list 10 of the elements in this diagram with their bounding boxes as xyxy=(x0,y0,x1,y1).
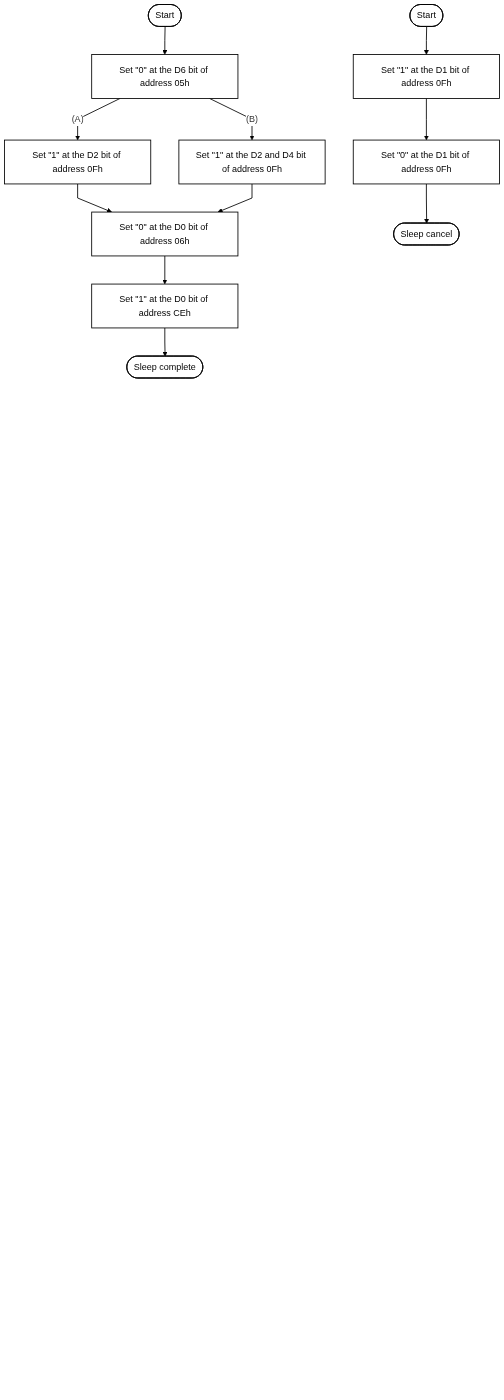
flowchart: (A) (B) Start Set "0" at the D6 bit of address 05h Set "1" at the D2 bit of address 0Fh Set "1" at the D2 and D4 bit of address 0Fh Set "0" at the D0 bit of address 06h Set "1" at the D0 bit of address CEh Sleep complete Start Set "1" at the D1 bit of address 0Fh Set "0" at the D1 bit of address 0Fh Sleep cancel xyxy=(0,0,504,383)
node-box xyxy=(178,139,326,185)
node-box xyxy=(91,283,239,329)
node-box xyxy=(352,54,500,99)
node-box xyxy=(91,211,239,257)
edge-label: (B) xyxy=(246,114,258,124)
edge-label: (A) xyxy=(71,114,84,124)
node-box xyxy=(4,139,152,185)
node-box xyxy=(352,139,500,185)
node-box xyxy=(91,54,239,99)
